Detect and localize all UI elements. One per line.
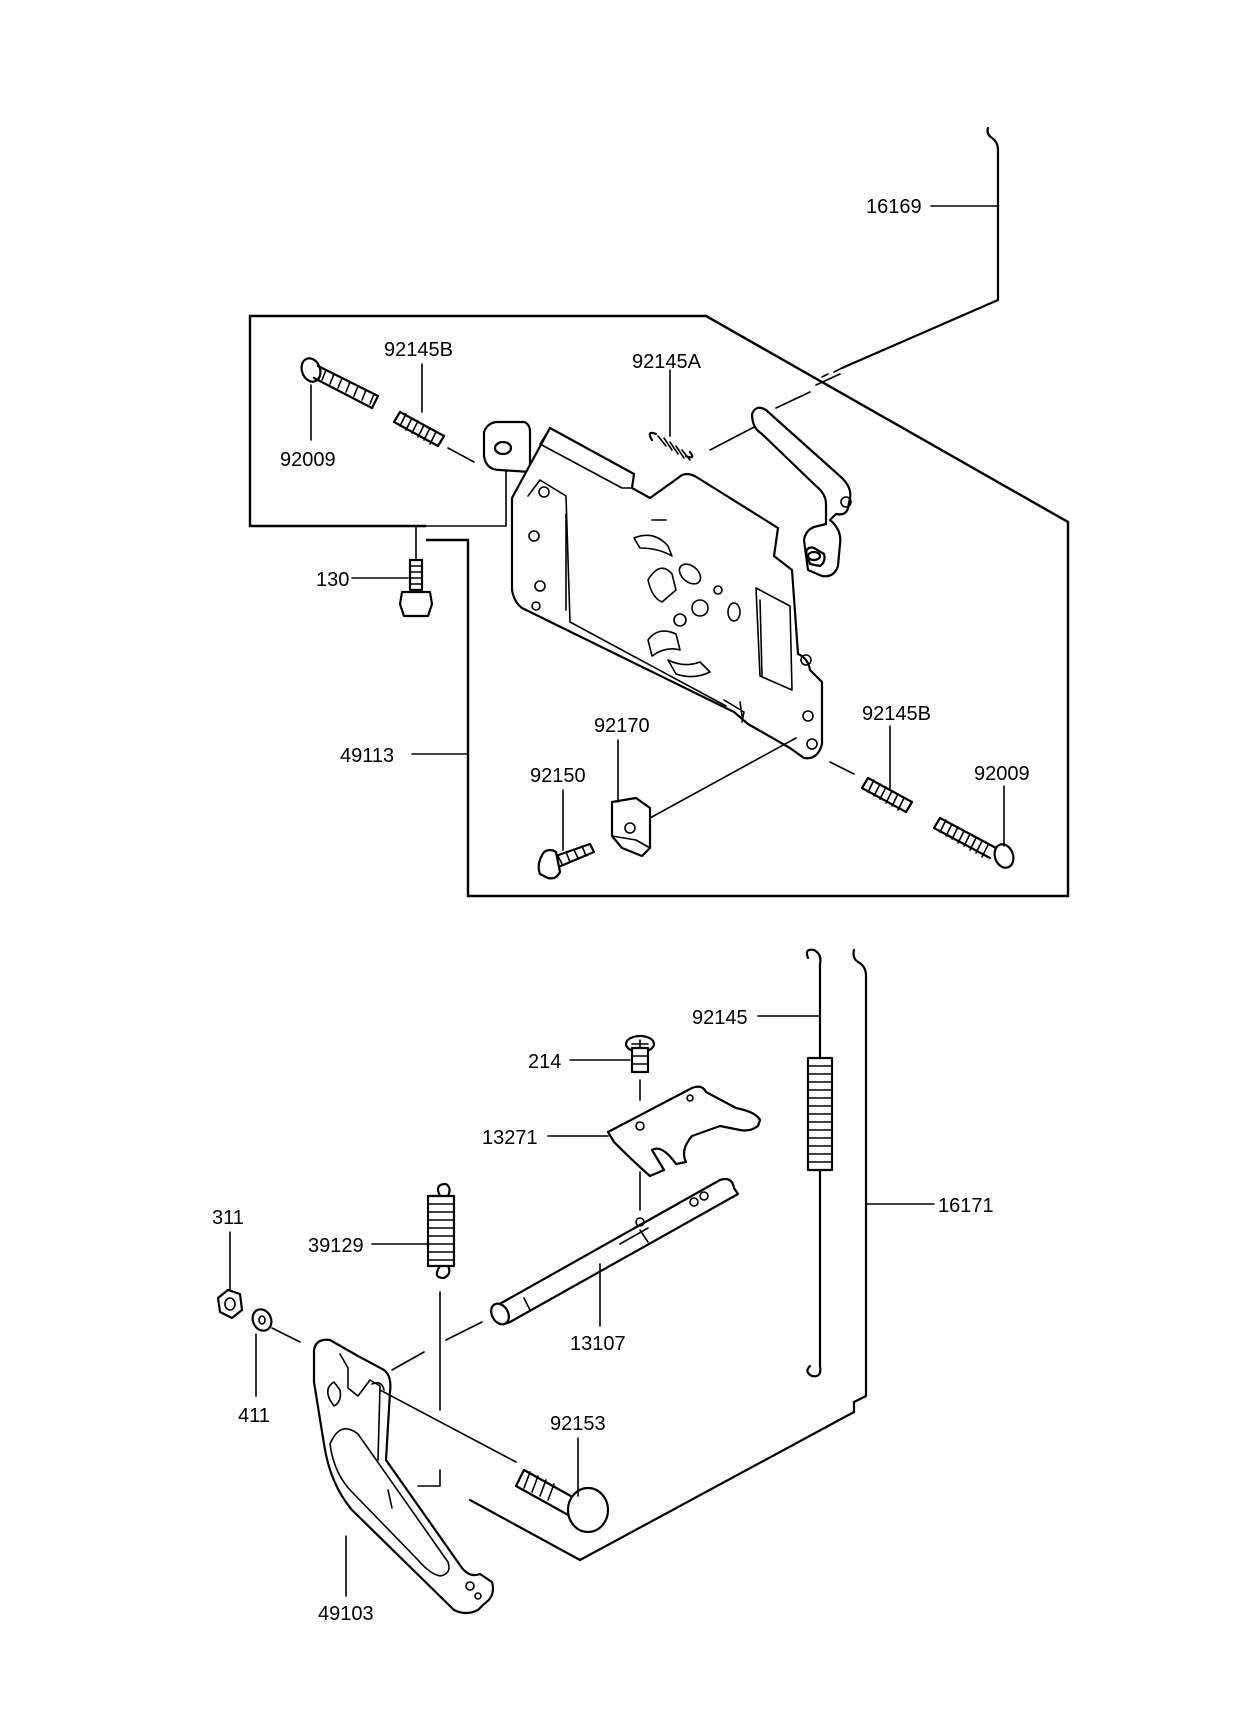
assembly-frame-49113 xyxy=(248,314,1070,898)
spring-92145 xyxy=(805,948,834,1378)
spring-92145B-top xyxy=(392,410,446,448)
bolt-92153 xyxy=(514,1468,610,1534)
label-39129: 39129 xyxy=(308,1235,364,1257)
label-92150: 92150 xyxy=(530,765,586,787)
guide-line-a xyxy=(775,391,811,409)
bolt-92009-top xyxy=(300,357,380,410)
spring-92145B-right xyxy=(860,776,914,814)
label-92145: 92145 xyxy=(692,1007,748,1029)
label-16169: 16169 xyxy=(866,196,922,218)
bracket-13271 xyxy=(606,1085,762,1178)
bolt-92150 xyxy=(537,842,596,880)
screw-214 xyxy=(624,1034,656,1074)
shaft-13107 xyxy=(490,1177,740,1326)
label-92145B-top: 92145B xyxy=(384,339,453,361)
label-13107: 13107 xyxy=(570,1333,626,1355)
label-92153: 92153 xyxy=(550,1413,606,1435)
label-130: 130 xyxy=(316,569,349,591)
label-13271: 13271 xyxy=(482,1127,538,1149)
clip-92170 xyxy=(610,796,652,858)
label-92145B-right: 92145B xyxy=(862,703,931,725)
label-92009-top: 92009 xyxy=(280,449,336,471)
control-plate xyxy=(482,420,824,760)
bolt-92009-right xyxy=(932,816,1015,869)
label-92170: 92170 xyxy=(594,715,650,737)
label-92009-right: 92009 xyxy=(974,763,1030,785)
label-92145A: 92145A xyxy=(632,351,702,373)
label-49103: 49103 xyxy=(318,1603,374,1625)
label-214: 214 xyxy=(528,1051,561,1073)
rod-16169 xyxy=(821,126,1000,378)
guide-shaft-to-lever xyxy=(445,1321,483,1341)
control-lever-49103 xyxy=(312,1338,495,1615)
guide-shaft-to-lever-b xyxy=(391,1351,425,1371)
guide-clip-to-plate xyxy=(649,737,797,819)
guide-washer-to-lever xyxy=(271,1327,301,1343)
leader-130-to-plate xyxy=(415,459,507,559)
throttle-lever xyxy=(750,406,852,578)
label-49113: 49113 xyxy=(340,745,394,767)
guide-spring-39129-b xyxy=(417,1469,441,1487)
leader-spring-to-lever xyxy=(709,423,761,451)
spring-92145A xyxy=(648,431,694,461)
guide-lever-to-bolt xyxy=(379,1389,517,1463)
guide-line-b xyxy=(815,373,841,386)
label-411: 411 xyxy=(238,1405,270,1427)
rod-16171 xyxy=(468,948,868,1562)
leader-spring-to-plate xyxy=(447,447,475,463)
bolt-130 xyxy=(398,558,434,618)
label-311: 311 xyxy=(212,1207,244,1229)
nut-311 xyxy=(216,1288,244,1320)
label-16171: 16171 xyxy=(938,1195,994,1217)
washer-411 xyxy=(251,1308,273,1332)
spring-39129 xyxy=(426,1182,456,1280)
guide-plate-to-spring xyxy=(829,761,855,775)
